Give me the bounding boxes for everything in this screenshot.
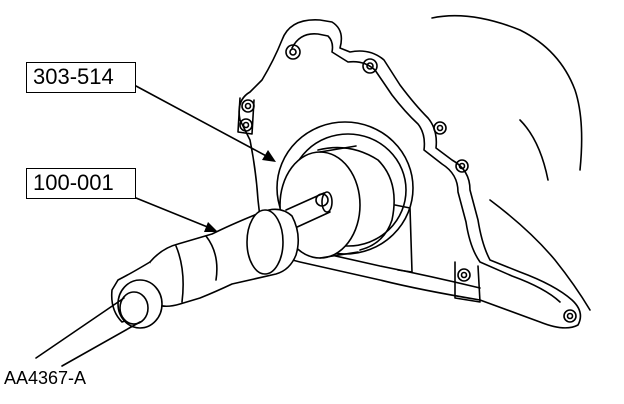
- engine-block-outline: [431, 14, 591, 311]
- figure-id-label: AA4367-A: [4, 368, 87, 388]
- leader-arrowheads: [204, 150, 276, 232]
- handle-shaft-bottom: [35, 297, 141, 367]
- handle-shaft-top: [285, 191, 333, 229]
- leader-lines: [135, 85, 271, 229]
- callout-handle: 100-001: [26, 168, 136, 199]
- callout-seal-installer: 303-514: [26, 62, 136, 93]
- handle-grip: [110, 208, 300, 329]
- bolt-bosses: [237, 44, 577, 323]
- seal-installer-tool: [279, 145, 395, 259]
